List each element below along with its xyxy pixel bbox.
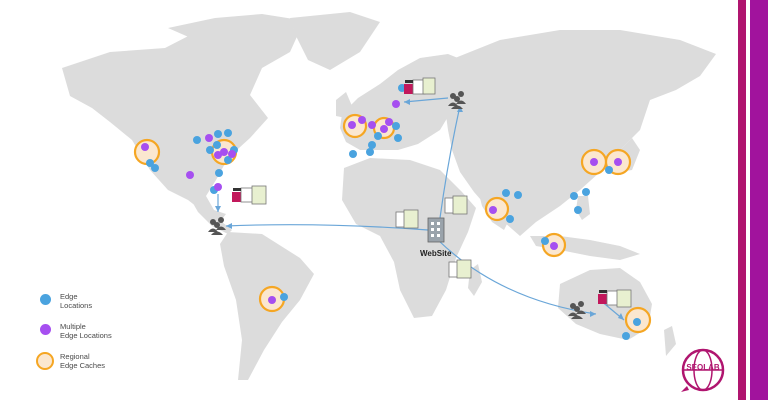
html-file-icon-2 <box>444 195 468 215</box>
media-bundle-icon-americas <box>232 185 267 205</box>
edge-location <box>368 141 376 149</box>
multiple-edge-location <box>550 242 558 250</box>
multiple-edge-location <box>590 158 598 166</box>
multiple-edge-location <box>220 148 228 156</box>
multiple-edge-location <box>205 134 213 142</box>
edge-location <box>514 191 522 199</box>
legend-regional-ring <box>36 352 54 370</box>
side-stripe-purple <box>750 0 768 400</box>
multiple-edge-locations <box>141 100 622 304</box>
legend-edge-line1: Edge <box>60 292 78 301</box>
arrow-website-to-australia <box>437 239 597 315</box>
legend-edge: Edge Locations <box>40 292 140 310</box>
media-bundle-icon-australia <box>598 289 632 308</box>
edge-location <box>622 332 630 340</box>
globe-logo-icon <box>681 348 725 392</box>
edge-location <box>574 206 582 214</box>
edge-location <box>392 122 400 130</box>
edge-location <box>502 189 510 197</box>
edge-location <box>394 134 402 142</box>
building-icon <box>427 217 445 243</box>
html-file-icon-1 <box>395 209 419 229</box>
arctic-islands-shape <box>168 14 300 44</box>
side-stripe-magenta <box>738 0 746 400</box>
edge-location <box>280 293 288 301</box>
edge-location <box>224 129 232 137</box>
multiple-edge-location <box>489 206 497 214</box>
multiple-edge-location <box>368 121 376 129</box>
legend-regional: Regional Edge Caches <box>36 352 140 370</box>
edge-location <box>366 148 374 156</box>
users-icon-australia <box>568 301 586 319</box>
edge-location <box>633 318 641 326</box>
multiple-edge-location <box>358 116 366 124</box>
edge-location <box>224 156 232 164</box>
multiple-edge-location <box>380 125 388 133</box>
multiple-edge-location <box>228 150 236 158</box>
logo-text: SEOLAB <box>686 363 720 372</box>
multiple-edge-location <box>348 121 356 129</box>
asia-shape <box>440 30 716 236</box>
multiple-edge-location <box>141 143 149 151</box>
arrow-website-to-americas <box>225 224 429 231</box>
edge-location <box>374 132 382 140</box>
regional-cache-india <box>484 196 510 222</box>
media-bundle-icon-russia <box>404 77 436 95</box>
edge-location <box>215 169 223 177</box>
legend-multiple-line2: Edge Locations <box>60 331 112 340</box>
edge-location <box>570 192 578 200</box>
edge-location <box>541 237 549 245</box>
edge-location <box>506 215 514 223</box>
side-stripe-white <box>746 0 750 400</box>
users-icon-americas <box>208 217 226 235</box>
edge-location <box>193 136 201 144</box>
legend-multiple: Multiple Edge Locations <box>40 322 140 340</box>
arrow-russia-to-europe <box>403 97 449 103</box>
multiple-edge-location <box>614 158 622 166</box>
greenland-shape <box>290 12 380 70</box>
edge-location <box>214 130 222 138</box>
edge-location <box>206 146 214 154</box>
new-zealand-shape <box>664 326 676 356</box>
central-america-shape <box>190 198 232 234</box>
legend-multiple-dot <box>40 324 51 335</box>
world-map <box>62 12 716 380</box>
multiple-edge-location <box>214 151 222 159</box>
multiple-edge-location <box>385 118 393 126</box>
legend-edge-dot <box>40 294 51 305</box>
legend-regional-line2: Edge Caches <box>60 361 106 370</box>
philippines-shape <box>576 196 590 220</box>
multiple-edge-location <box>186 171 194 179</box>
legend-regional-line1: Regional <box>60 352 90 361</box>
users-icon-russia <box>448 91 466 109</box>
legend-edge-line2: Locations <box>60 301 93 310</box>
edge-location <box>582 188 590 196</box>
north-america-shape <box>62 22 300 222</box>
edge-location <box>151 164 159 172</box>
edge-location <box>213 141 221 149</box>
edge-location <box>605 166 613 174</box>
uk-shape <box>336 92 352 118</box>
edge-location <box>146 159 154 167</box>
africa-shape <box>342 158 476 318</box>
arrow-website-to-russia <box>439 105 461 219</box>
html-file-icon-3 <box>448 259 472 279</box>
legend-multiple-line1: Multiple <box>60 322 86 331</box>
multiple-edge-location <box>214 183 222 191</box>
multiple-edge-location <box>268 296 276 304</box>
website-label: WebSite <box>420 249 452 258</box>
edge-location <box>349 150 357 158</box>
multiple-edge-location <box>392 100 400 108</box>
